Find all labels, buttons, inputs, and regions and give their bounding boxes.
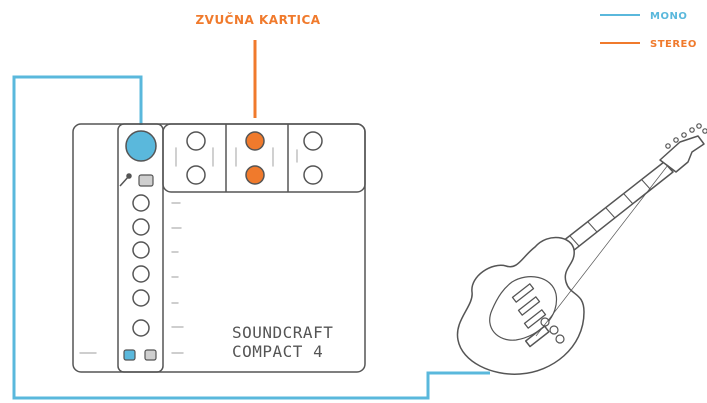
channel-button-right[interactable]: [144, 349, 157, 361]
output-controls: [186, 131, 323, 185]
stereo-jack-bottom[interactable]: [245, 165, 265, 185]
panel-fine-print: [79, 147, 298, 354]
mixer-brand-line2: COMPACT 4: [232, 342, 323, 361]
legend-stereo-label: STEREO: [650, 39, 697, 50]
output-knob-3-bottom[interactable]: [303, 165, 323, 185]
guitar-bridge: [524, 325, 550, 348]
instrument-input-icon: [119, 173, 132, 187]
channel-button-left[interactable]: [123, 349, 136, 361]
guitar-knobs: [540, 317, 565, 344]
electric-guitar-icon: [456, 123, 707, 375]
guitar-strings: [535, 164, 669, 337]
guitar-pickups: [511, 283, 547, 329]
tuning-pegs: [665, 123, 707, 149]
output-knob-1-top[interactable]: [186, 131, 206, 151]
mic-input-jack[interactable]: [125, 130, 157, 162]
aux-knob[interactable]: [132, 289, 150, 307]
channel-knobs: [132, 194, 150, 337]
mixer-channel-strip: [117, 123, 164, 373]
gain-knob[interactable]: [132, 194, 150, 212]
output-knob-1-bottom[interactable]: [186, 165, 206, 185]
instrument-switch[interactable]: [138, 174, 154, 187]
mixer-output-panel: [162, 123, 366, 193]
eq-low-knob[interactable]: [132, 265, 150, 283]
eq-mid-knob[interactable]: [132, 241, 150, 259]
legend: MONO STEREO: [600, 11, 697, 50]
guitar-headstock: [659, 135, 705, 173]
sound-card-label: ZVUČNA KARTICA: [195, 12, 320, 27]
mixer: [72, 123, 366, 373]
output-knob-3-top[interactable]: [303, 131, 323, 151]
channel-level-knob[interactable]: [132, 319, 150, 337]
eq-high-knob[interactable]: [132, 218, 150, 236]
stereo-jack-top[interactable]: [245, 131, 265, 151]
mixer-brand-line1: SOUNDCRAFT: [232, 323, 333, 342]
mono-cable: [12, 75, 490, 400]
legend-mono-label: MONO: [650, 11, 687, 22]
